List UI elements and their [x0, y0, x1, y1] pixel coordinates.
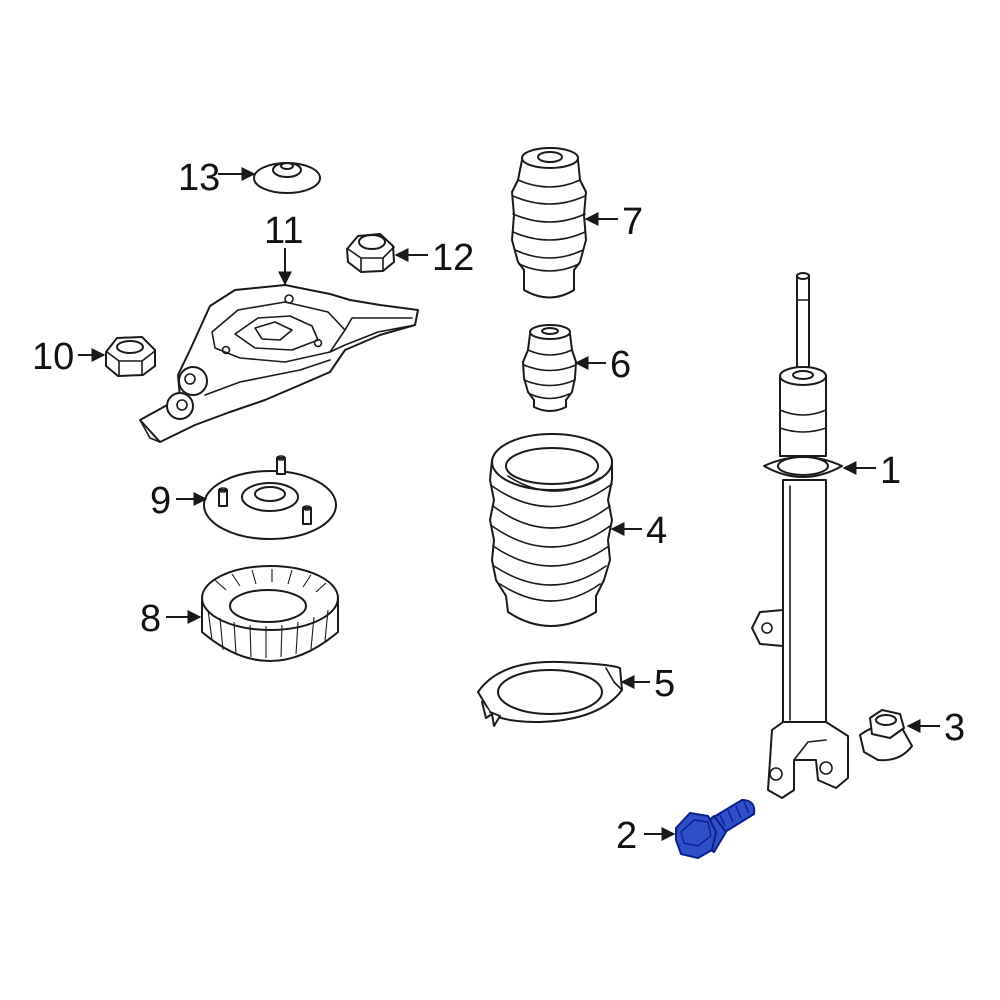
- callout-7: 7: [622, 201, 643, 243]
- callout-5: 5: [654, 663, 675, 705]
- part-4-coil-spring[interactable]: [489, 433, 613, 627]
- callout-11: 11: [264, 210, 303, 252]
- callout-10: 10: [32, 336, 74, 378]
- callout-numbers: 13 11 12 10 9 8 7 6 4 5 1 3 2: [32, 157, 965, 857]
- callout-8: 8: [140, 598, 161, 640]
- callout-2: 2: [616, 815, 637, 857]
- part-5-spring-pad[interactable]: [477, 660, 623, 727]
- part-2-bolt[interactable]: [675, 799, 756, 859]
- part-7-dust-boot[interactable]: [511, 147, 587, 299]
- part-13-washer[interactable]: [253, 162, 321, 194]
- callout-4: 4: [646, 510, 667, 552]
- callout-9: 9: [150, 480, 171, 522]
- part-9-spring-plate[interactable]: [203, 455, 337, 540]
- part-8-spring-isolator[interactable]: [201, 565, 339, 662]
- part-12-nut[interactable]: [346, 233, 395, 273]
- callout-12: 12: [432, 237, 474, 279]
- part-11-strut-mount[interactable]: [139, 284, 419, 443]
- leader-lines: [78, 167, 940, 841]
- part-1-strut[interactable]: [751, 272, 849, 799]
- part-3-flange-nut[interactable]: [859, 709, 913, 762]
- callout-1: 1: [880, 450, 901, 492]
- callout-3: 3: [944, 707, 965, 749]
- callout-13: 13: [178, 157, 220, 199]
- part-10-nut[interactable]: [105, 336, 156, 377]
- part-6-bump-stop[interactable]: [522, 324, 577, 412]
- callout-6: 6: [610, 344, 631, 386]
